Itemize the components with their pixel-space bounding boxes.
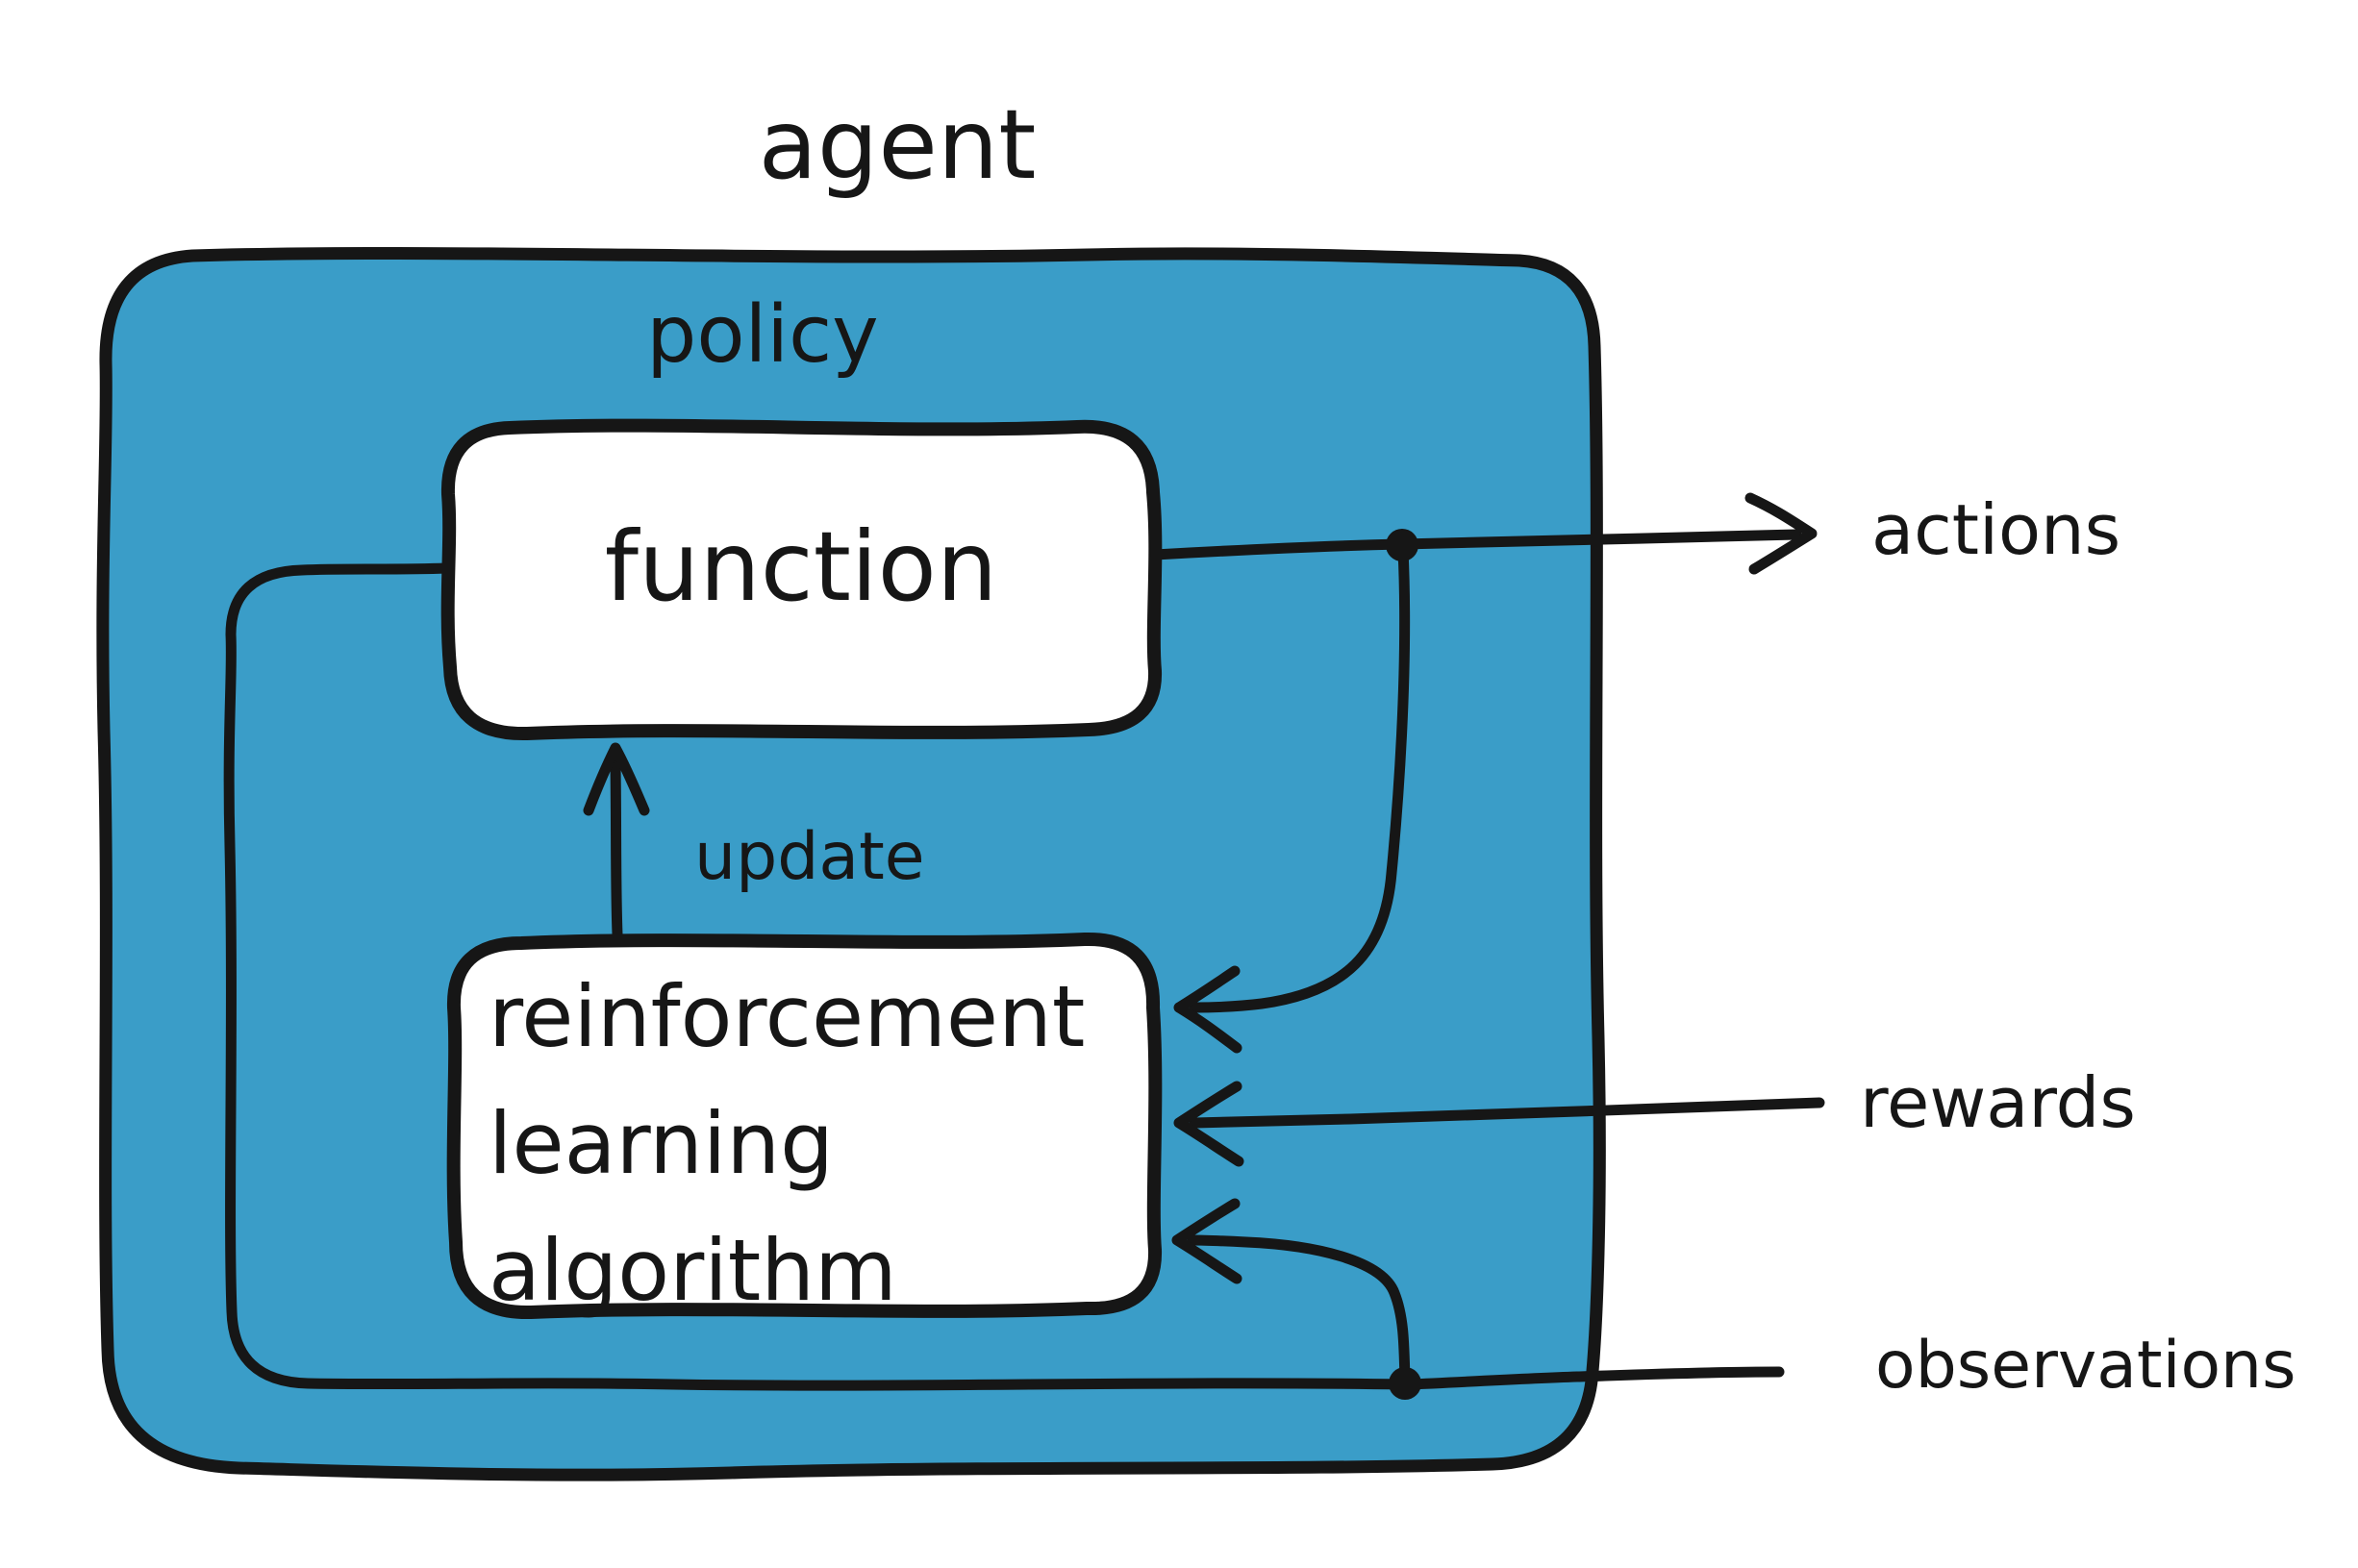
observations-wire <box>1404 1366 1785 1390</box>
actions-arrowhead-icon <box>1744 492 1818 575</box>
rewards-wire <box>1189 1097 1825 1129</box>
observations-feedback-wire <box>1187 1234 1411 1387</box>
observations-feedback-arrowhead-icon <box>1171 1198 1242 1284</box>
observations-label: observations <box>1875 1328 2296 1404</box>
function-node-label: function <box>605 510 998 623</box>
observations-junction-dot <box>1389 1367 1421 1400</box>
update-arrowhead-icon <box>583 742 650 816</box>
actions-feedback-wire <box>1189 544 1411 1013</box>
actions-label: actions <box>1871 489 2120 570</box>
update-arrow <box>610 759 623 940</box>
rl-algorithm-node <box>446 932 1163 1320</box>
actions-wire-out <box>1396 529 1802 550</box>
rl-node-label-line2: learning <box>489 1094 834 1193</box>
rl-node-label-line3: algorithm <box>489 1221 897 1320</box>
actions-feedback-arrowhead-icon <box>1173 965 1242 1054</box>
rewards-arrowhead-icon <box>1173 1081 1244 1167</box>
agent-label: agent <box>759 88 1037 201</box>
actions-wire <box>1149 538 1406 560</box>
diagram-shapes <box>96 246 1825 1481</box>
observations-wrap-wire <box>223 562 1408 1391</box>
rewards-label: rewards <box>1860 1062 2136 1143</box>
diagram-labels: agent policy function update reinforceme… <box>489 88 2296 1404</box>
update-label: update <box>694 819 925 895</box>
actions-junction-dot <box>1386 529 1418 561</box>
policy-label: policy <box>646 289 878 381</box>
function-node <box>440 418 1163 741</box>
rl-node-label-line1: reinforcement <box>489 967 1085 1066</box>
